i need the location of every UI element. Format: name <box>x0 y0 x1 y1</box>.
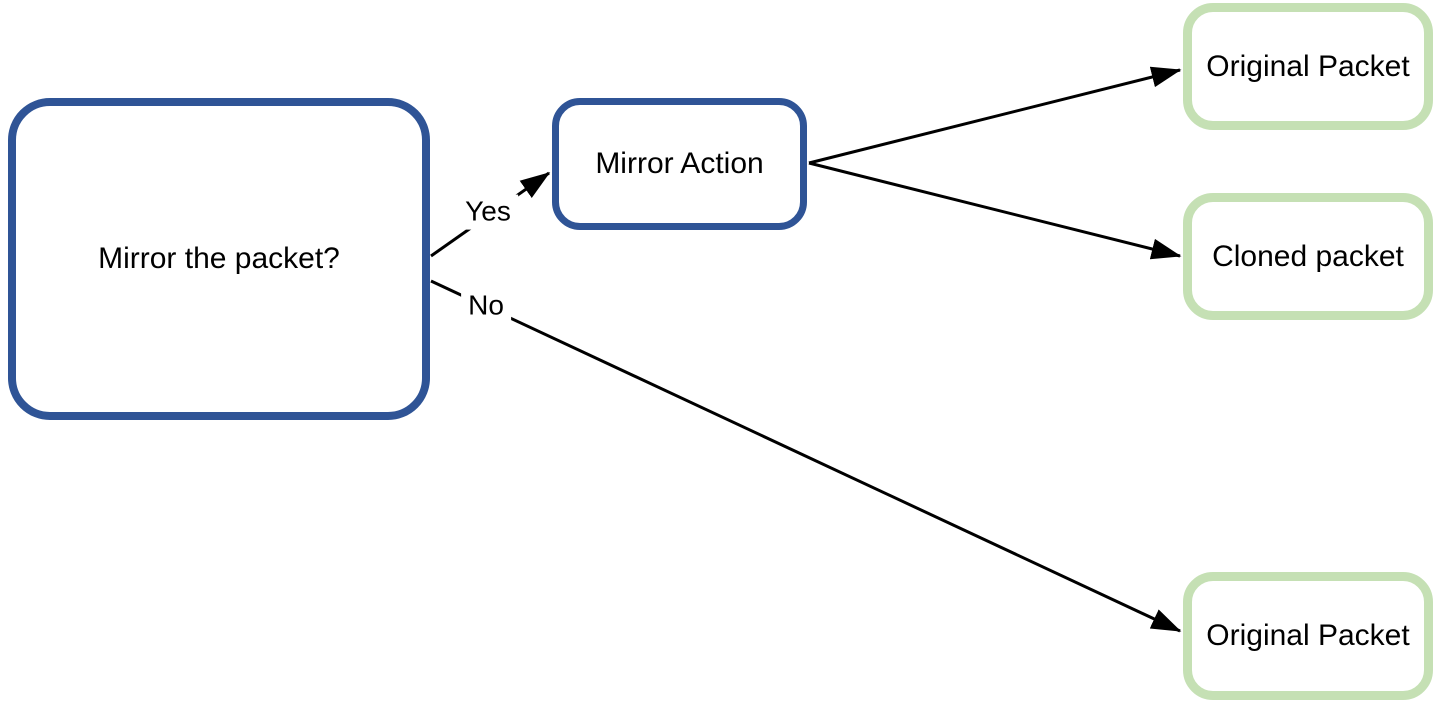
node-cloned-packet: Cloned packet <box>1183 193 1433 320</box>
edge-no-arrow <box>430 279 1182 633</box>
node-cloned-packet-label: Cloned packet <box>1212 239 1404 273</box>
edge-label-no: No <box>461 288 511 324</box>
node-mirror-question-label: Mirror the packet? <box>98 242 340 275</box>
edge-label-yes: Yes <box>458 194 518 230</box>
node-original-packet-top: Original Packet <box>1183 3 1433 130</box>
node-mirror-question: Mirror the packet? <box>8 98 430 420</box>
edge-action-to-original-arrow <box>808 66 1182 165</box>
node-original-packet-bottom-label: Original Packet <box>1206 619 1410 652</box>
node-mirror-action: Mirror Action <box>552 98 807 230</box>
edge-action-to-cloned-arrow <box>808 161 1182 260</box>
node-mirror-action-label: Mirror Action <box>595 147 764 180</box>
node-original-packet-top-label: Original Packet <box>1206 49 1410 83</box>
node-original-packet-bottom: Original Packet <box>1183 572 1433 700</box>
